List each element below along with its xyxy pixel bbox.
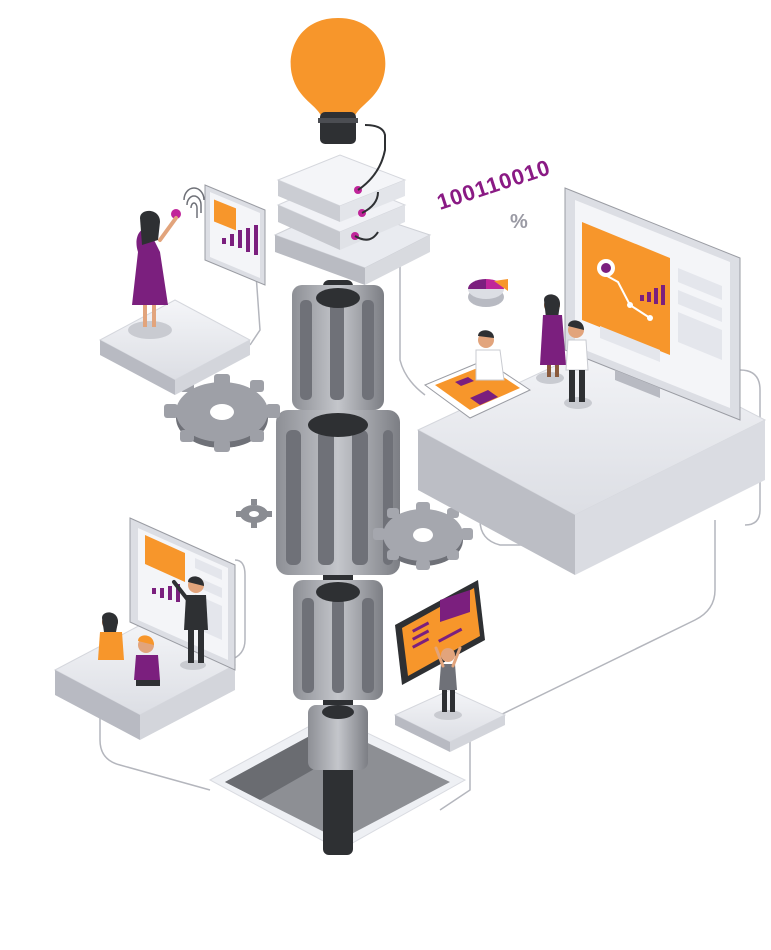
percent-symbol: % [510, 211, 528, 233]
central-tower [276, 280, 400, 855]
tower-gear-segment [308, 705, 368, 770]
tower-gear-segment [276, 410, 400, 575]
platform-fingerprint [98, 184, 266, 395]
bar-chart-icon [152, 584, 180, 602]
platform-dashboard [416, 187, 767, 575]
person-seated-purple [134, 635, 160, 686]
binary-text: 100110010 [434, 155, 554, 215]
person-woman [132, 210, 178, 327]
server-stack [273, 124, 432, 285]
bar-chart-icon [640, 285, 665, 305]
pie-chart-icon [468, 279, 508, 307]
bar-chart-icon [222, 225, 258, 255]
person-worker [434, 646, 462, 712]
fingerprint-icon [183, 187, 205, 218]
lightbulb-icon [290, 18, 386, 144]
screen-device [395, 580, 485, 685]
line-chart-icon [597, 259, 653, 321]
binary-label: 100110010 [434, 155, 554, 215]
gear-icon [236, 499, 272, 528]
person-man-standing [564, 320, 592, 409]
platform-meeting [53, 517, 237, 740]
person-seated-orange [98, 612, 124, 660]
platform-small-screen [393, 580, 507, 752]
tower-gear-segment [292, 285, 384, 410]
person-presenter [172, 576, 208, 670]
person-woman-standing [536, 294, 566, 384]
person-man-seated [475, 330, 505, 381]
tablet-device [204, 184, 266, 286]
monitor-device [564, 187, 741, 421]
tower-gear-segment [293, 580, 383, 700]
